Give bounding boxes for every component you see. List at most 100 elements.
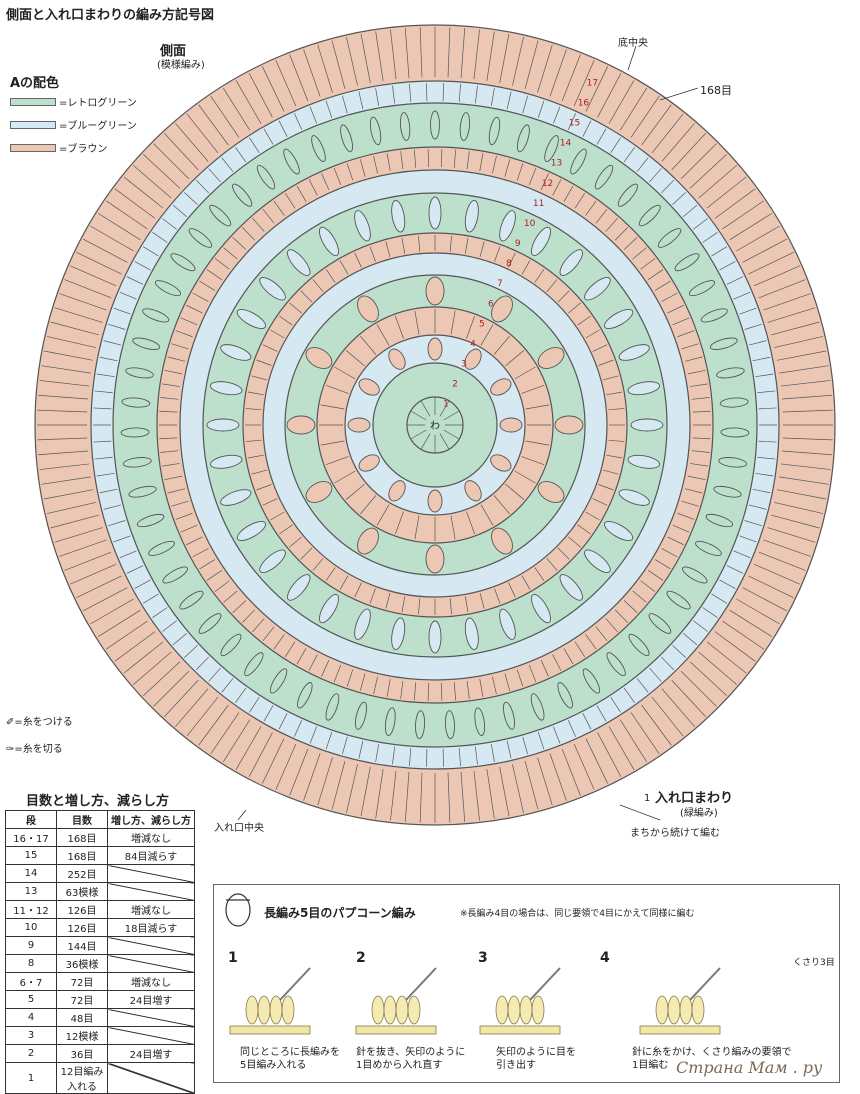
popcorn-stitch	[348, 418, 370, 432]
center-bottom-label: 底中央	[618, 34, 648, 49]
cell-round: 3	[6, 1027, 57, 1045]
step-3-number: 3	[478, 950, 488, 966]
cell-method	[108, 865, 195, 883]
cell-method: 増減なし	[108, 829, 195, 847]
cell-method	[108, 1009, 195, 1027]
leader-line	[620, 805, 660, 820]
stitch-count-label: 168目	[700, 82, 732, 98]
popcorn-stitch	[429, 197, 441, 229]
step-2-text: 針を抜き、矢印のように 1目めから入れ直す	[356, 1046, 465, 1072]
round-number: 3	[461, 360, 467, 370]
cell-method: 増減なし	[108, 973, 195, 991]
cell-round: 15	[6, 847, 57, 865]
round-number: 1	[443, 400, 449, 410]
cell-stitches: 36目	[57, 1045, 108, 1063]
header-method: 増し方、減らし方	[108, 811, 195, 829]
entrance-round-number: 1	[644, 793, 650, 804]
cut-yarn-note: ✑=糸を切る	[6, 740, 63, 755]
cell-stitches: 168目	[57, 829, 108, 847]
round-number: 11	[533, 199, 544, 209]
popcorn-stitch	[428, 490, 442, 512]
table-title: 目数と増し方、減らし方	[26, 790, 169, 809]
popcorn-stitch	[287, 416, 315, 434]
legend-item-blue-green: =ブルーグリーン	[10, 117, 137, 132]
side-sublabel: (模様編み)	[157, 56, 205, 71]
round-number: 12	[542, 179, 553, 189]
cell-stitches: 252目	[57, 865, 108, 883]
leader-line	[628, 46, 636, 70]
round-number: 13	[551, 159, 562, 169]
cell-method: 84目減らす	[108, 847, 195, 865]
entrance-sublabel: (緑編み)	[680, 804, 718, 819]
step-4-number: 4	[600, 950, 610, 966]
legend-swatch	[10, 144, 56, 152]
popcorn-note: ※長編み4目の場合は、同じ要領で4目にかえて同様に編む	[460, 906, 695, 919]
popcorn-stitch	[426, 545, 444, 573]
popcorn-stitch	[426, 277, 444, 305]
cell-round: 11・12	[6, 901, 57, 919]
cell-method: 増減なし	[108, 901, 195, 919]
legend-label: =ブルーグリーン	[59, 117, 137, 132]
round-number: 2	[452, 380, 458, 390]
entrance-note: まちから続けて編む	[630, 824, 720, 839]
popcorn-stitch	[121, 428, 149, 438]
cell-stitches: 72目	[57, 973, 108, 991]
cell-round: 13	[6, 883, 57, 901]
cell-method: 24目増す	[108, 991, 195, 1009]
cell-method	[108, 955, 195, 973]
cell-method	[108, 883, 195, 901]
legend-swatch	[10, 98, 56, 106]
header-round: 段	[6, 811, 57, 829]
legend-swatch	[10, 121, 56, 129]
cell-round: 5	[6, 991, 57, 1009]
step-1-number: 1	[228, 950, 238, 966]
chain-label: くさり3目	[793, 955, 835, 968]
round-number: 6	[488, 299, 494, 309]
legend-label: =ブラウン	[59, 140, 107, 155]
popcorn-stitch	[555, 416, 583, 434]
cell-stitches: 168目	[57, 847, 108, 865]
popcorn-stitch	[207, 419, 239, 431]
popcorn-stitch	[429, 621, 441, 653]
step-2-number: 2	[356, 950, 366, 966]
cell-stitches: 63模様	[57, 883, 108, 901]
cell-round: 14	[6, 865, 57, 883]
popcorn-stitch	[431, 111, 440, 139]
round-number: 5	[479, 319, 485, 329]
cell-method: 24目増す	[108, 1045, 195, 1063]
popcorn-stitch	[631, 419, 663, 431]
round-number: 4	[470, 339, 476, 349]
cell-method	[108, 937, 195, 955]
attach-yarn-note: ✐=糸をつける	[6, 713, 73, 728]
cell-round: 16・17	[6, 829, 57, 847]
table-header-row: 段 目数 増し方、減らし方	[6, 811, 195, 829]
cell-round: 9	[6, 937, 57, 955]
legend-item-retro-green: =レトログリーン	[10, 94, 137, 109]
leader-line	[660, 88, 698, 100]
cell-round: 2	[6, 1045, 57, 1063]
popcorn-stitch	[500, 418, 522, 432]
cell-round: 10	[6, 919, 57, 937]
cell-method: 18目減らす	[108, 919, 195, 937]
round-number: 9	[515, 239, 521, 249]
cell-stitches: 12模様	[57, 1027, 108, 1045]
cell-round: 8	[6, 955, 57, 973]
step-1-text: 同じところに長編みを 5目編み入れる	[240, 1046, 340, 1072]
center-mark: わ	[430, 420, 440, 432]
legend-label: =レトログリーン	[59, 94, 137, 109]
cell-stitches: 126目	[57, 919, 108, 937]
watermark: Страна Мам . ру	[676, 1058, 822, 1077]
legend-item-brown: =ブラウン	[10, 140, 107, 155]
round-number: 10	[524, 219, 536, 229]
cell-round: 6・7	[6, 973, 57, 991]
legend-title: Aの配色	[10, 72, 59, 91]
